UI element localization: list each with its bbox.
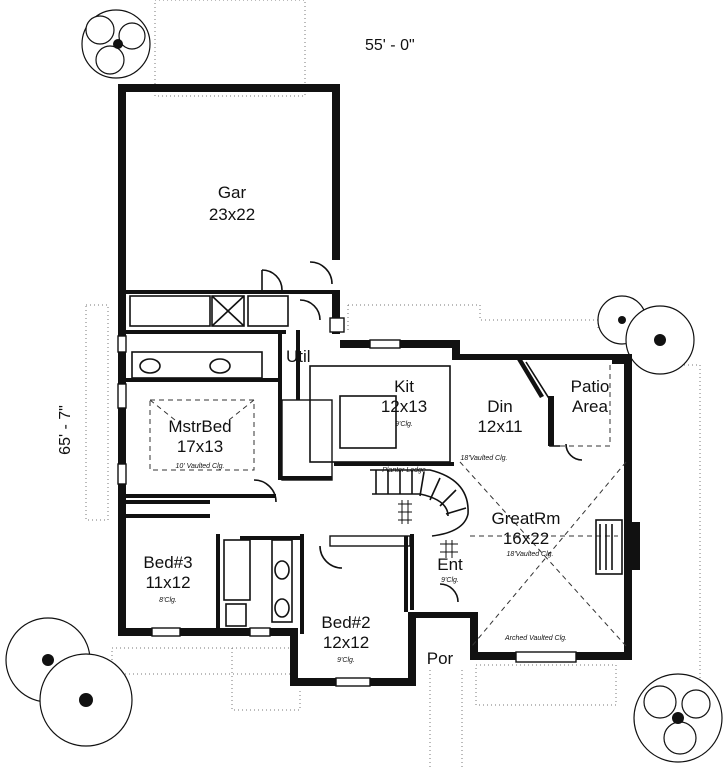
great-room-size: 16x22	[503, 529, 549, 548]
labels: 55' - 0" 65' - 7" Gar 23x22 MstrBed 17x1…	[57, 37, 609, 668]
shrub-right-patio	[597, 295, 695, 375]
kitchen-size: 12x13	[381, 397, 427, 416]
patio-label-line1: Patio	[571, 377, 610, 396]
bed2-ceiling: 9'Clg.	[337, 657, 355, 664]
master-bed-ceiling: 10' Vaulted Clg.	[176, 463, 225, 470]
master-bed-size: 17x13	[177, 437, 223, 456]
great-room-ceiling: 18'Vaulted Clg.	[507, 551, 554, 558]
shrub-top-left	[81, 9, 151, 79]
kitchen-ceiling: 9'Clg.	[395, 421, 413, 428]
garage-size: 23x22	[209, 205, 255, 224]
porch-label: Por	[427, 649, 454, 668]
bed3-label: Bed#3	[143, 553, 192, 572]
kitchen-label: Kit	[394, 377, 414, 396]
exterior-walls	[118, 84, 640, 686]
bed3-ceiling: 8'Clg.	[159, 597, 177, 604]
planter-ledge-label: Planter Ledge	[382, 467, 426, 474]
interior-walls	[117, 261, 627, 687]
bed3-size: 11x12	[145, 573, 190, 592]
arched-ceiling-label: Arched Vaulted Clg.	[504, 635, 567, 642]
entry-ceiling: 9'Clg.	[441, 577, 459, 584]
great-room-label: GreatRm	[492, 509, 561, 528]
bed2-size: 12x12	[323, 633, 369, 652]
width-dimension: 55' - 0"	[365, 37, 415, 54]
dining-ceiling: 18'Vaulted Clg.	[461, 455, 508, 462]
master-bed-label: MstrBed	[168, 417, 231, 436]
entry-label: Ent	[437, 555, 463, 574]
dining-label: Din	[487, 397, 513, 416]
patio-label-line2: Area	[572, 397, 608, 416]
garage-label: Gar	[218, 183, 247, 202]
depth-dimension: 65' - 7"	[57, 405, 74, 455]
utility-label: Util	[286, 347, 311, 366]
shrub-bottom-right	[633, 673, 723, 763]
terrace-outlines	[85, 0, 701, 769]
dining-size: 12x11	[477, 417, 522, 436]
bed2-label: Bed#2	[321, 613, 370, 632]
shrub-bottom-left	[5, 617, 133, 747]
